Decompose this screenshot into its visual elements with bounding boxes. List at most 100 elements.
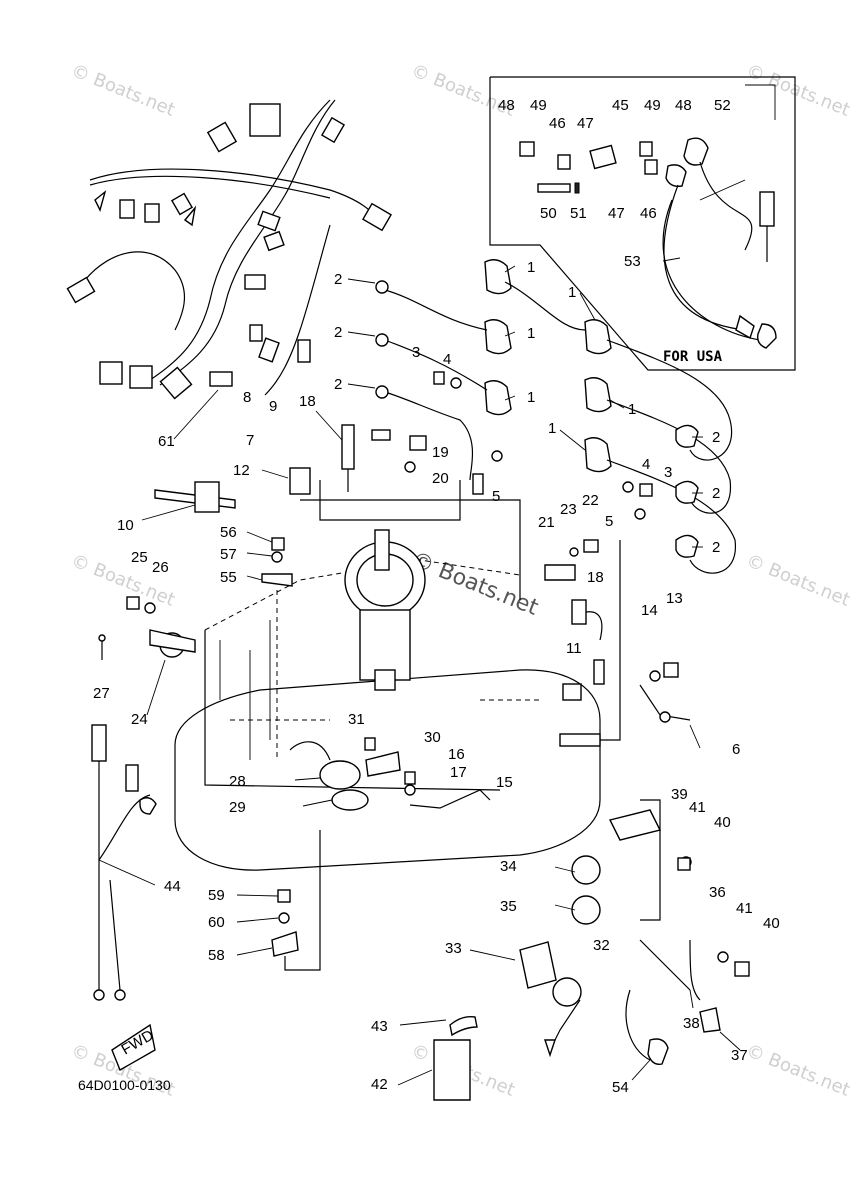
watermark: © Boats.net <box>68 60 178 121</box>
label-35: 35 <box>500 898 517 915</box>
engine-block-illustration <box>174 480 601 871</box>
center-watermark: © Boats.net <box>408 547 542 621</box>
label-14: 14 <box>641 602 658 619</box>
inset-title: FOR USA <box>663 349 723 365</box>
label-3a: 3 <box>412 344 420 361</box>
label-42: 42 <box>371 1076 388 1093</box>
label-45: 45 <box>612 97 629 114</box>
label-32: 32 <box>593 937 610 954</box>
relays-and-rectifier <box>433 799 750 1101</box>
label-37: 37 <box>731 1047 748 1064</box>
label-1b: 1 <box>527 325 535 342</box>
label-24: 24 <box>131 711 148 728</box>
leader-lines <box>98 257 741 1086</box>
wiring-harness-illustration <box>66 99 392 400</box>
label-15: 15 <box>496 774 513 791</box>
label-50: 50 <box>540 205 557 222</box>
wire-lead-44 <box>91 724 157 1001</box>
label-17: 17 <box>450 764 467 781</box>
label-61: 61 <box>158 433 175 450</box>
label-2b: 2 <box>334 324 342 341</box>
label-19: 19 <box>432 444 449 461</box>
label-44: 44 <box>164 878 181 895</box>
label-11: 11 <box>566 640 582 657</box>
watermark: © Boats.net <box>743 550 853 611</box>
label-58: 58 <box>208 947 225 964</box>
label-27: 27 <box>93 685 110 702</box>
drawing-code: 64D0100-0130 <box>78 1077 171 1093</box>
label-51: 51 <box>570 205 587 222</box>
label-5b: 5 <box>605 513 613 530</box>
label-59: 59 <box>208 887 225 904</box>
label-57: 57 <box>220 546 237 563</box>
label-5a: 5 <box>492 488 500 505</box>
label-31: 31 <box>348 711 365 728</box>
label-1a: 1 <box>527 259 535 276</box>
sensors-and-brackets <box>98 424 691 811</box>
label-56: 56 <box>220 524 237 541</box>
label-12: 12 <box>233 462 250 479</box>
label-54: 54 <box>612 1079 629 1096</box>
label-2e: 2 <box>712 485 720 502</box>
label-21: 21 <box>538 514 555 531</box>
label-36: 36 <box>709 884 726 901</box>
label-6: 6 <box>732 741 740 758</box>
label-18a: 18 <box>299 393 316 410</box>
label-1c: 1 <box>527 389 535 406</box>
label-46a: 46 <box>549 115 566 132</box>
label-53: 53 <box>624 253 641 270</box>
label-39: 39 <box>671 786 688 803</box>
label-38: 38 <box>683 1015 700 1032</box>
label-3b: 3 <box>664 464 672 481</box>
label-43: 43 <box>371 1018 388 1035</box>
label-8: 8 <box>243 389 251 406</box>
label-1e: 1 <box>628 401 636 418</box>
label-29: 29 <box>229 799 246 816</box>
label-1f: 1 <box>548 420 556 437</box>
label-41b: 41 <box>736 900 753 917</box>
label-48a: 48 <box>498 97 515 114</box>
label-48b: 48 <box>675 97 692 114</box>
bracket-58 <box>271 830 321 971</box>
label-60: 60 <box>208 914 225 931</box>
label-26: 26 <box>152 559 169 576</box>
label-28: 28 <box>229 773 246 790</box>
label-1d: 1 <box>568 284 576 301</box>
label-52: 52 <box>714 97 731 114</box>
part-number-labels: 1 1 1 1 1 1 2 2 2 2 2 2 3 3 4 4 5 5 6 7 … <box>93 97 780 1096</box>
for-usa-inset: FOR USA <box>489 76 796 371</box>
label-49a: 49 <box>530 97 547 114</box>
label-34: 34 <box>500 858 517 875</box>
label-23: 23 <box>560 501 577 518</box>
label-46b: 46 <box>640 205 657 222</box>
watermark: © Boats.net <box>743 1040 853 1101</box>
label-2a: 2 <box>334 271 342 288</box>
label-47a: 47 <box>577 115 594 132</box>
label-10: 10 <box>117 517 134 534</box>
label-9: 9 <box>269 398 277 415</box>
label-33: 33 <box>445 940 462 957</box>
label-2f: 2 <box>712 539 720 556</box>
label-4a: 4 <box>443 351 451 368</box>
label-4b: 4 <box>642 456 650 473</box>
label-55: 55 <box>220 569 237 586</box>
label-40a: 40 <box>714 814 731 831</box>
label-22: 22 <box>582 492 599 509</box>
ignition-coils <box>375 259 736 574</box>
label-47b: 47 <box>608 205 625 222</box>
label-18b: 18 <box>587 569 604 586</box>
label-2c: 2 <box>334 376 342 393</box>
label-49b: 49 <box>644 97 661 114</box>
watermark: © Boats.net <box>743 60 853 121</box>
label-7: 7 <box>246 432 254 449</box>
label-25: 25 <box>131 549 148 566</box>
label-16: 16 <box>448 746 465 763</box>
label-41a: 41 <box>689 799 706 816</box>
label-20: 20 <box>432 470 449 487</box>
label-40b: 40 <box>763 915 780 932</box>
label-13: 13 <box>666 590 683 607</box>
label-2d: 2 <box>712 429 720 446</box>
label-30: 30 <box>424 729 441 746</box>
